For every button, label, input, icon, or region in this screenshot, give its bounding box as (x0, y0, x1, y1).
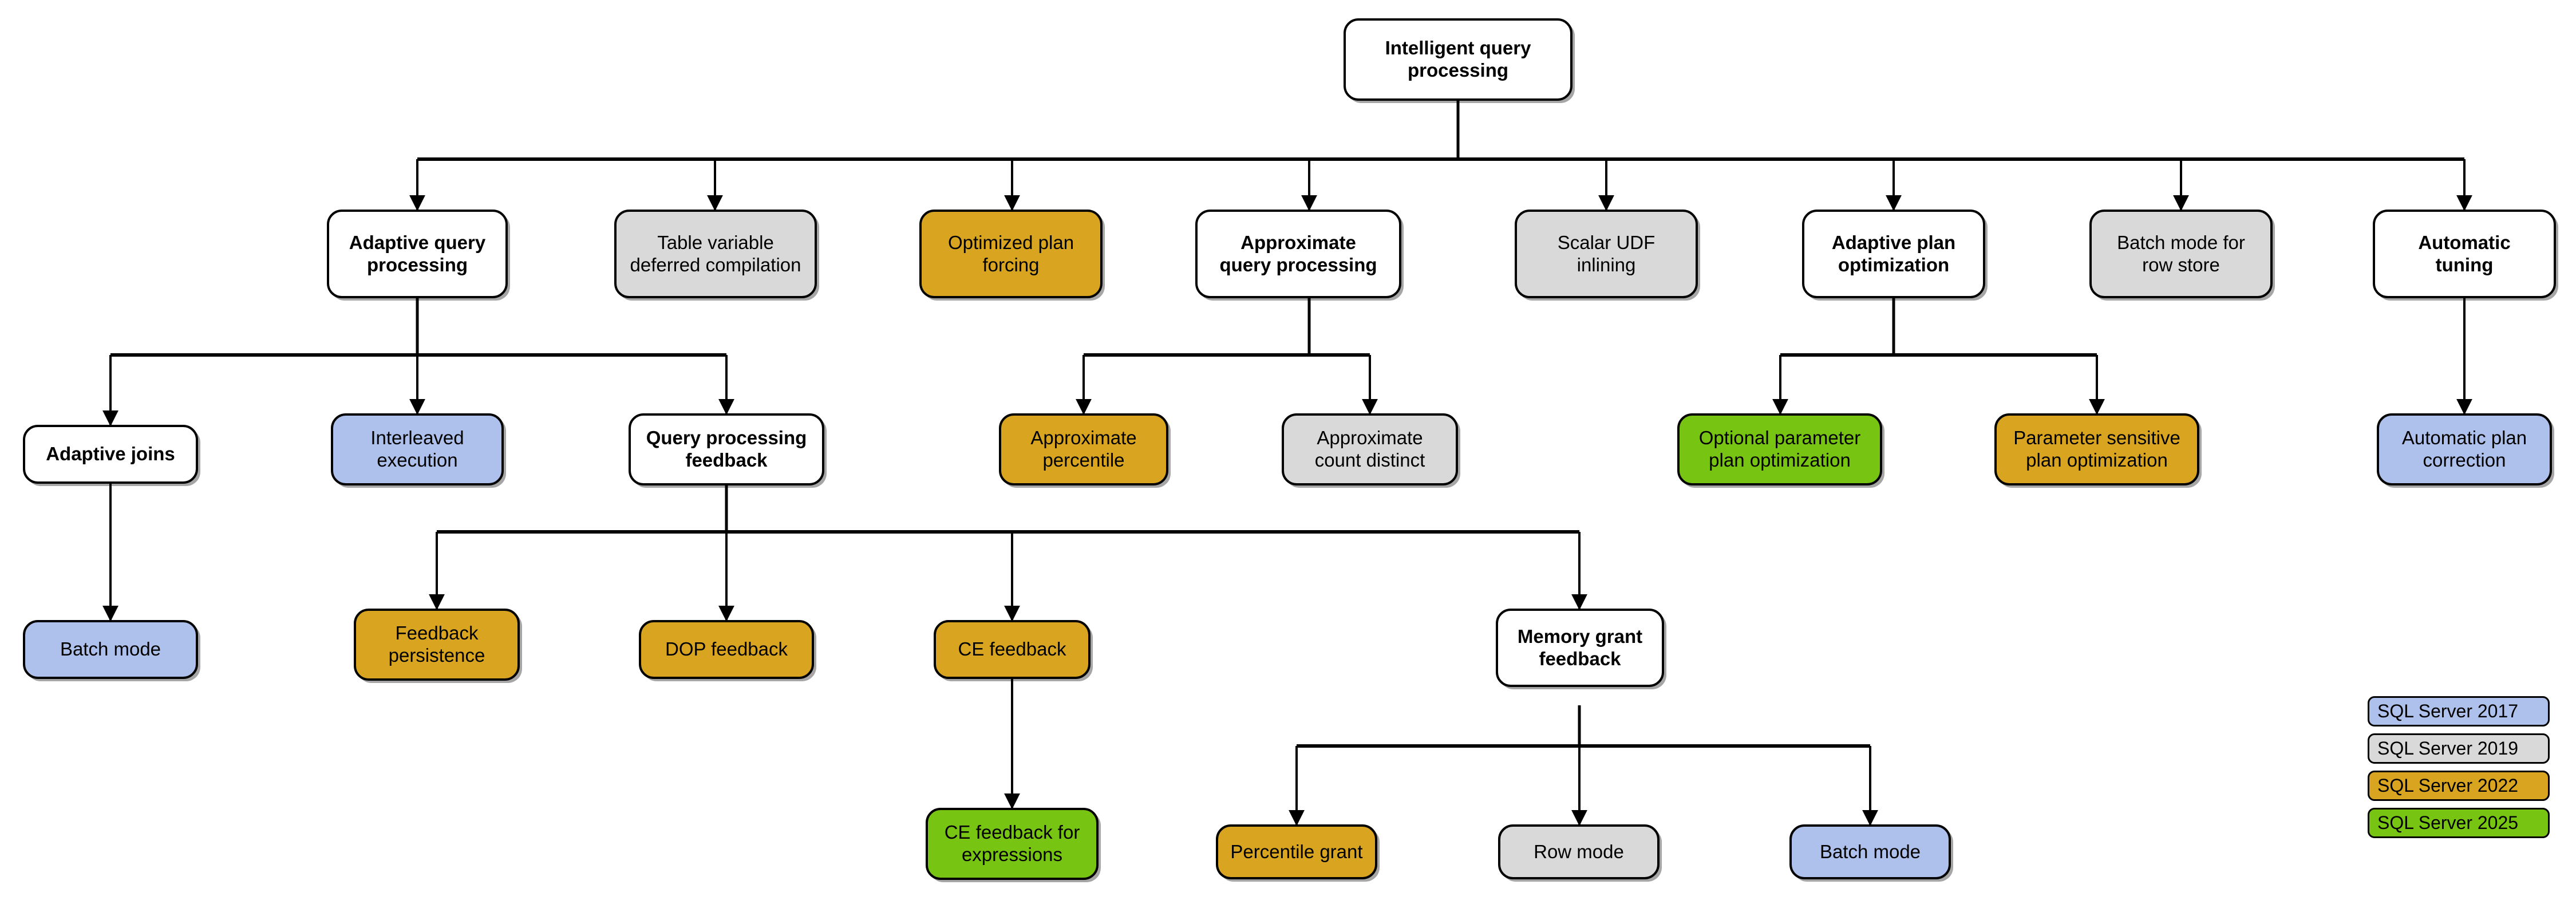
node-approximate-percentile[interactable]: Approximate percentile (999, 413, 1168, 485)
legend: SQL Server 2017 SQL Server 2019 SQL Serv… (2368, 696, 2550, 838)
node-memory-grant-feedback[interactable]: Memory grant feedback (1496, 609, 1664, 687)
legend-item-sql-server-2022: SQL Server 2022 (2368, 771, 2550, 801)
node-ce-feedback-for-expressions[interactable]: CE feedback for expressions (926, 808, 1099, 880)
node-table-variable-deferred-compilation[interactable]: Table variable deferred compilation (614, 210, 817, 298)
node-automatic-plan-correction[interactable]: Automatic plan correction (2377, 413, 2552, 485)
node-query-processing-feedback[interactable]: Query processing feedback (629, 413, 824, 485)
legend-item-sql-server-2019: SQL Server 2019 (2368, 733, 2550, 764)
node-intelligent-query-processing[interactable]: Intelligent query processing (1344, 18, 1573, 101)
node-batch-mode-for-row-store[interactable]: Batch mode for row store (2089, 210, 2273, 298)
node-optional-parameter-plan-optimization[interactable]: Optional parameter plan optimization (1677, 413, 1882, 485)
node-feedback-persistence[interactable]: Feedback persistence (354, 609, 520, 681)
node-batch-mode-memory-grant[interactable]: Batch mode (1789, 824, 1951, 879)
node-ce-feedback[interactable]: CE feedback (934, 620, 1091, 679)
node-optimized-plan-forcing[interactable]: Optimized plan forcing (919, 210, 1103, 298)
node-automatic-tuning[interactable]: Automatic tuning (2373, 210, 2556, 298)
node-batch-mode-adaptive-joins[interactable]: Batch mode (23, 620, 198, 679)
node-parameter-sensitive-plan-optimization[interactable]: Parameter sensitive plan optimization (1994, 413, 2199, 485)
node-percentile-grant[interactable]: Percentile grant (1216, 824, 1377, 879)
node-scalar-udf-inlining[interactable]: Scalar UDF inlining (1515, 210, 1698, 298)
legend-item-sql-server-2017: SQL Server 2017 (2368, 696, 2550, 727)
node-approximate-query-processing[interactable]: Approximate query processing (1195, 210, 1401, 298)
node-adaptive-plan-optimization[interactable]: Adaptive plan optimization (1802, 210, 1985, 298)
node-adaptive-query-processing[interactable]: Adaptive query processing (327, 210, 508, 298)
node-dop-feedback[interactable]: DOP feedback (639, 620, 814, 679)
legend-item-sql-server-2025: SQL Server 2025 (2368, 808, 2550, 838)
node-adaptive-joins[interactable]: Adaptive joins (23, 425, 198, 484)
node-approximate-count-distinct[interactable]: Approximate count distinct (1282, 413, 1458, 485)
node-interleaved-execution[interactable]: Interleaved execution (331, 413, 504, 485)
node-row-mode[interactable]: Row mode (1498, 824, 1660, 879)
